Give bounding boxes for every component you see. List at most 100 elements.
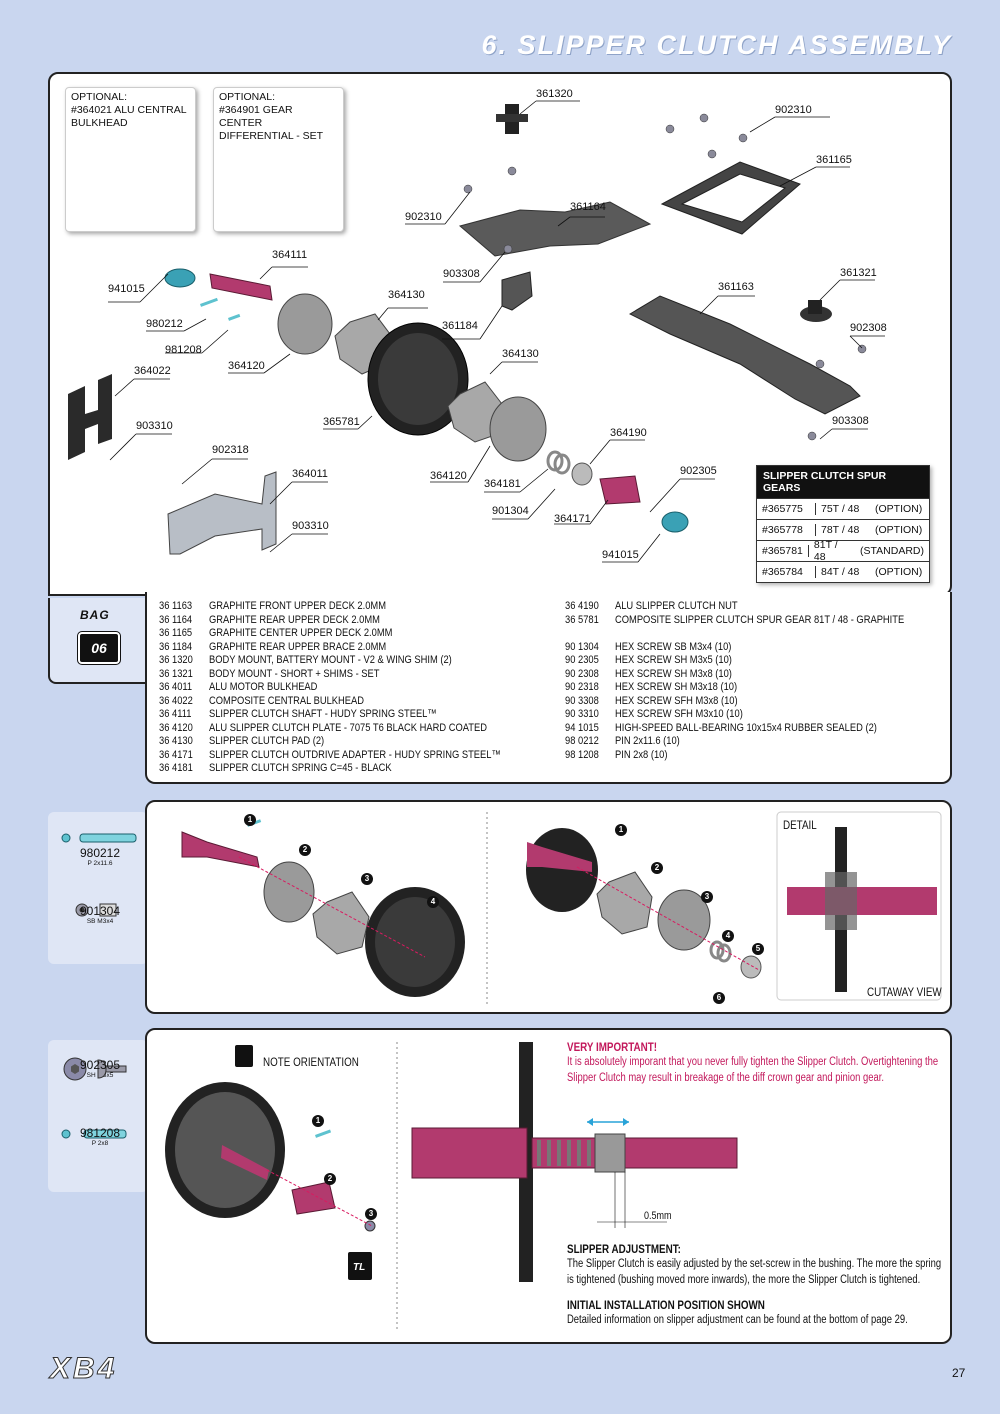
part-description: SLIPPER CLUTCH SHAFT - HUDY SPRING STEEL… [209,708,437,720]
exploded-drawing [68,100,885,563]
step2-panel: NOTE ORIENTATION 1 2 3 TL 0.5mm VERY IMP… [145,1028,952,1344]
xb4-logo: XB4 [49,1352,118,1386]
part-description: HEX SCREW SH M3x18 (10) [615,681,738,693]
callout-364130-b: 364130 [502,348,539,360]
part-description: HEX SCREW SH M3x8 (10) [615,667,732,680]
detail-label: DETAIL [783,818,817,832]
step2-num-2: 2 [324,1173,336,1185]
part-description: HEX SCREW SH M3x5 (10) [615,654,732,666]
part-code: 90 2308 [565,667,599,680]
step2-side-item-981208: 981208 P 2x8 [60,1126,140,1147]
part-code: 36 4181 [159,762,193,774]
bag-badge: BAG 06 [48,598,148,684]
pin-icon [61,1129,127,1139]
warning-icon [235,1045,253,1067]
part-description: HIGH-SPEED BALL-BEARING 10x15x4 RUBBER S… [615,721,877,734]
step1b-num-3: 3 [701,891,713,903]
step1b-num-2: 2 [651,862,663,874]
set-screw-icon [75,903,117,917]
part-code: 36 5781 [565,613,599,626]
bearing-2 [661,511,689,533]
callout-902308: 902308 [850,322,887,334]
step1b-num-6: 6 [713,992,725,1004]
body-mount-tall [496,104,528,134]
part-code: 90 2305 [565,654,599,666]
step2-num-3: 3 [365,1208,377,1220]
part-code: 36 1320 [159,654,193,666]
callout-364181: 364181 [484,478,521,490]
part-code: 36 1321 [159,667,193,680]
callout-902318: 902318 [212,444,249,456]
part-code: 90 2318 [565,681,599,693]
step1-side-item-901304: 901304 SB M3x4 [60,902,140,925]
part-description: GRAPHITE REAR UPPER BRACE 2.0MM [209,640,387,653]
clutch-spring [546,450,571,475]
callout-901304: 901304 [492,505,529,517]
optional-box-gear-diff: OPTIONAL: #364901 GEAR CENTER DIFFERENTI… [213,87,344,232]
step1a-num-2: 2 [299,844,311,856]
part-code: 36 4011 [159,681,193,693]
exploded-view-panel: OPTIONAL: #364021 ALU CENTRAL BULKHEAD O… [48,72,952,596]
callout-361184: 361184 [442,320,478,332]
callout-903310-a: 903310 [136,420,173,432]
gear-table-header: SLIPPER CLUTCH SPUR GEARS [757,466,929,498]
clutch-plate-2 [489,396,547,462]
callout-364120-b: 364120 [430,470,467,482]
callout-364171: 364171 [554,513,591,525]
threadlock-label: TL [353,1262,366,1273]
step1-panel: DETAIL CUTAWAY VIEW 1 2 3 4 1 2 3 4 5 6 [145,800,952,1014]
part-description: GRAPHITE REAR UPPER DECK 2.0MM [209,613,380,626]
part-description: COMPOSITE CENTRAL BULKHEAD [209,694,365,707]
cutaway-label: CUTAWAY VIEW [867,985,942,999]
callout-902310-b: 902310 [405,211,442,223]
part-code: 36 4111 [159,708,192,720]
step1b-num-5: 5 [752,943,764,955]
part-description: PIN 2x11.6 (10) [615,735,680,747]
step1a-num-3: 3 [361,873,373,885]
very-important-block: VERY IMPORTANT! It is absolutely imporan… [567,1040,939,1084]
part-code: 36 1164 [159,613,193,626]
step1-drawing [181,811,942,1007]
step1b-num-4: 4 [722,930,734,942]
step2-num-1: 1 [312,1115,324,1127]
part-description: BODY MOUNT - SHORT + SHIMS - SET [209,667,380,680]
hex-screw-icon [63,1057,127,1081]
step1b-num-1: 1 [615,824,627,836]
center-upper-deck [660,161,801,235]
part-description: GRAPHITE CENTER UPPER DECK 2.0MM [209,627,393,639]
part-code: 98 1208 [565,748,599,761]
step2-drawing [165,1042,738,1330]
callout-902305: 902305 [680,465,717,477]
part-description: GRAPHITE FRONT UPPER DECK 2.0MM [209,600,386,612]
clutch-nut [571,462,593,486]
callout-361321: 361321 [840,267,877,279]
part-description: SLIPPER CLUTCH SPRING C=45 - BLACK [209,762,392,774]
part-description: SLIPPER CLUTCH PAD (2) [209,735,325,747]
note-orientation: NOTE ORIENTATION [263,1055,359,1069]
part-description: HEX SCREW SB M3x4 (10) [615,640,732,653]
callout-361164: 361164 [570,201,606,213]
callout-361320: 361320 [536,88,573,100]
part-code: 36 1184 [159,640,193,653]
motor-bulkhead [167,471,277,555]
part-code: 36 1165 [159,627,193,639]
part-description: ALU SLIPPER CLUTCH PLATE - 7075 T6 BLACK… [209,721,487,734]
callout-364011: 364011 [292,468,328,480]
front-upper-deck [628,295,861,415]
part-code: 36 1163 [159,600,193,612]
callout-361165: 361165 [816,154,852,166]
part-description: PIN 2x8 (10) [615,748,668,761]
part-code: 98 0212 [565,735,599,747]
callout-365781: 365781 [323,416,360,428]
central-bulkhead [68,374,112,460]
callout-903310-b: 903310 [292,520,329,532]
clutch-shaft [209,273,273,301]
outdrive-adapter [599,475,641,505]
page-number: 27 [952,1366,966,1380]
callout-903308-a: 903308 [443,268,480,280]
bag-label: BAG [80,608,110,622]
callout-361163: 361163 [718,281,754,293]
